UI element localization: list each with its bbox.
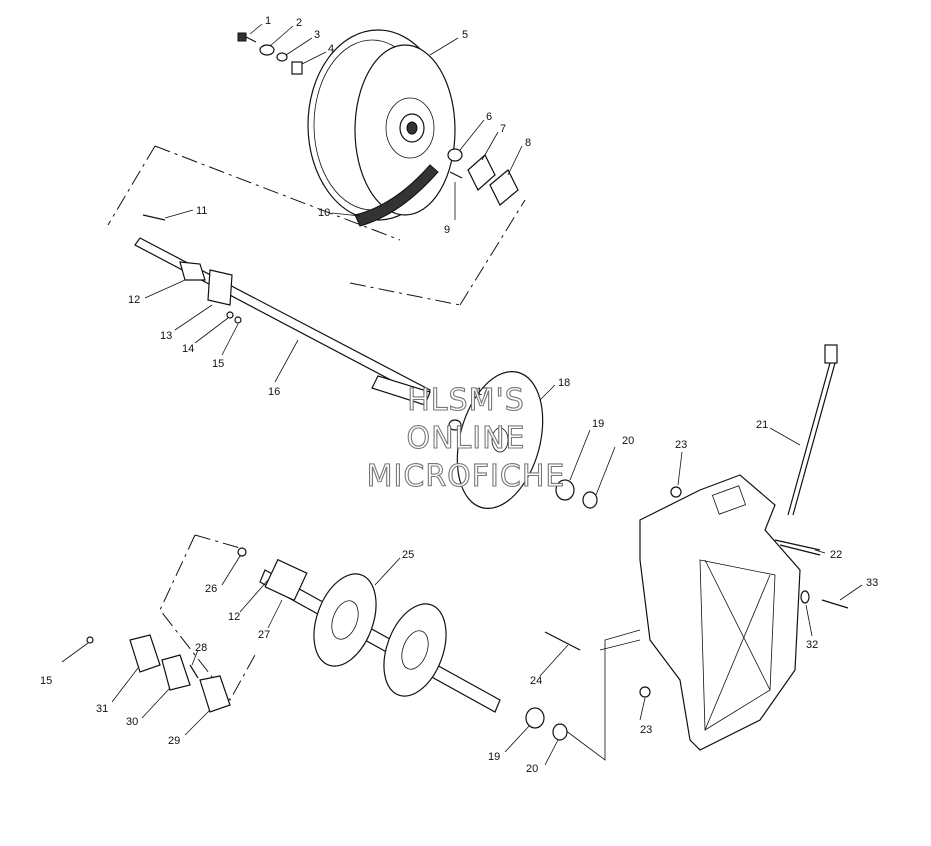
callout-20-upper: 20 bbox=[622, 435, 634, 447]
callout-25: 25 bbox=[402, 549, 414, 561]
callout-30: 30 bbox=[126, 716, 138, 728]
bolt-24 bbox=[544, 631, 581, 651]
callout-14: 14 bbox=[182, 343, 194, 355]
callout-5: 5 bbox=[462, 29, 468, 41]
gasket-30 bbox=[161, 654, 191, 691]
callout-numbers: 1 2 3 4 5 6 7 8 9 10 11 12 13 14 15 16 1… bbox=[40, 15, 878, 775]
callout-3: 3 bbox=[314, 29, 320, 41]
driven-pulley bbox=[307, 29, 456, 221]
callout-9: 9 bbox=[444, 224, 450, 236]
bolt-26 bbox=[237, 547, 247, 557]
case-reference-line bbox=[564, 629, 641, 761]
oring-20-upper bbox=[582, 491, 598, 509]
callout-20-lower: 20 bbox=[526, 763, 538, 775]
brake-disc bbox=[456, 370, 544, 510]
callout-4: 4 bbox=[328, 43, 334, 55]
callout-23-upper: 23 bbox=[675, 439, 687, 451]
watermark-line-1: HLSM'S bbox=[407, 383, 525, 418]
bearing-plate-29 bbox=[199, 675, 231, 713]
callout-21: 21 bbox=[756, 419, 768, 431]
callout-19-lower: 19 bbox=[488, 751, 500, 763]
jackshaft bbox=[134, 237, 431, 406]
key-11 bbox=[142, 214, 166, 221]
watermark-line-2: ONLINE bbox=[406, 421, 525, 456]
callout-23-lower: 23 bbox=[640, 724, 652, 736]
bolt-33 bbox=[821, 599, 849, 609]
callout-27: 27 bbox=[258, 629, 270, 641]
callout-10: 10 bbox=[318, 207, 330, 219]
bearing-flange-8 bbox=[489, 169, 519, 206]
chaincase-housing bbox=[639, 474, 801, 751]
callout-13: 13 bbox=[160, 330, 172, 342]
callout-12-upper: 12 bbox=[128, 294, 140, 306]
bearing-19-lower bbox=[525, 707, 545, 729]
nut-23-lower bbox=[639, 686, 651, 698]
washer-32 bbox=[800, 590, 810, 604]
washer-3 bbox=[276, 52, 288, 62]
callout-28: 28 bbox=[195, 642, 207, 654]
callout-12-lower: 12 bbox=[228, 611, 240, 623]
callout-15-upper: 15 bbox=[212, 358, 224, 370]
drive-chain bbox=[354, 164, 439, 227]
washer-2 bbox=[259, 44, 275, 56]
spacer-4 bbox=[291, 61, 303, 75]
callout-32: 32 bbox=[806, 639, 818, 651]
washer-6 bbox=[447, 148, 463, 162]
callout-16: 16 bbox=[268, 386, 280, 398]
leader-lines bbox=[61, 23, 863, 766]
bearing-19-upper bbox=[555, 479, 575, 501]
callout-26: 26 bbox=[205, 583, 217, 595]
watermark-line-3: MICROFICHE bbox=[367, 459, 566, 494]
callout-6: 6 bbox=[486, 111, 492, 123]
oring-20-lower bbox=[552, 723, 568, 741]
callout-29: 29 bbox=[168, 735, 180, 747]
callout-17: 17 bbox=[476, 386, 488, 398]
callout-1: 1 bbox=[265, 15, 271, 27]
callout-22: 22 bbox=[830, 549, 842, 561]
pin-28 bbox=[189, 664, 199, 679]
dipstick bbox=[787, 344, 838, 516]
callout-8: 8 bbox=[525, 137, 531, 149]
callout-31: 31 bbox=[96, 703, 108, 715]
callout-2: 2 bbox=[296, 17, 302, 29]
pulley-bolt bbox=[237, 32, 257, 43]
callout-24: 24 bbox=[530, 675, 542, 687]
bearing-17 bbox=[448, 419, 462, 431]
lower-assembly-boundary bbox=[159, 534, 256, 701]
callout-33: 33 bbox=[866, 577, 878, 589]
bearing-flange-7 bbox=[467, 154, 496, 191]
clip-22 bbox=[774, 539, 821, 556]
upper-assembly-boundary bbox=[107, 145, 526, 306]
callout-18: 18 bbox=[558, 377, 570, 389]
callout-15-lower: 15 bbox=[40, 675, 52, 687]
brake-disc-hub bbox=[491, 427, 509, 453]
drive-shaft-assembly bbox=[259, 558, 501, 713]
nut-15-lower bbox=[86, 636, 94, 644]
callout-7: 7 bbox=[500, 123, 506, 135]
callout-19-upper: 19 bbox=[592, 418, 604, 430]
nut-14 bbox=[226, 311, 234, 319]
nut-15 bbox=[234, 316, 242, 324]
callout-11: 11 bbox=[196, 205, 207, 217]
nut-23-upper bbox=[670, 486, 682, 498]
watermark: HLSM'S ONLINE MICROFICHE bbox=[366, 382, 566, 494]
bearing-plate-31 bbox=[129, 634, 161, 673]
bolt-9 bbox=[449, 171, 463, 179]
